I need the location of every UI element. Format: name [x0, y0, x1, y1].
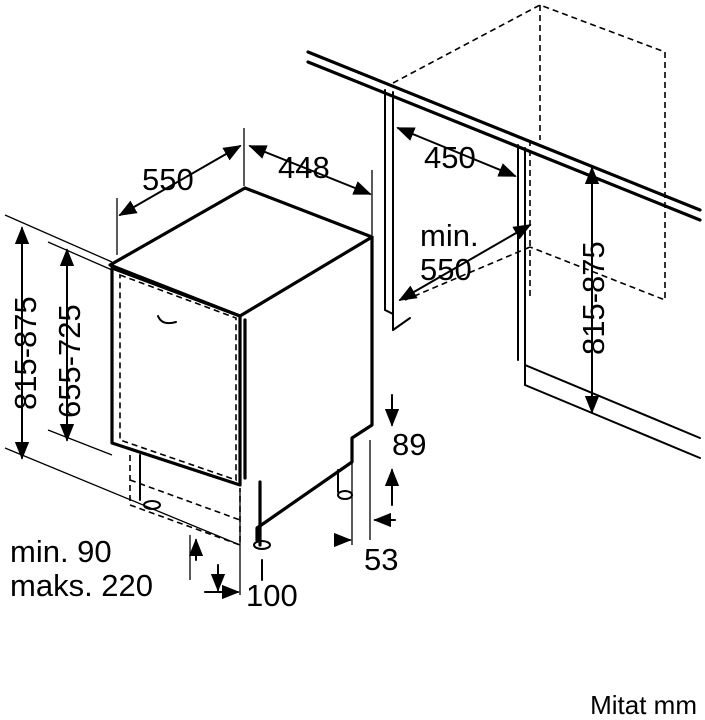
label-plinth-100: 100 — [246, 578, 298, 613]
units-note: Mitat mm — [590, 690, 697, 720]
dimension-labels: 550 448 450 min. 550 815-875 815-875 655… — [8, 140, 697, 720]
installation-niche — [306, 4, 702, 459]
label-niche-depth-450: 450 — [424, 140, 476, 175]
label-plinth-89: 89 — [392, 427, 426, 462]
dimension-lines — [4, 128, 400, 600]
label-niche-min: min. — [420, 218, 479, 253]
dishwasher-unit — [108, 186, 374, 550]
label-plinth-max: maks. 220 — [10, 568, 153, 603]
label-niche-min-width: 550 — [420, 252, 472, 287]
label-plinth-min: min. 90 — [10, 534, 112, 569]
label-width-550: 550 — [142, 162, 194, 197]
label-body-height: 655-725 — [52, 304, 87, 418]
label-total-height: 815-875 — [8, 296, 43, 410]
label-niche-height: 815-875 — [576, 241, 611, 355]
label-plinth-53: 53 — [364, 542, 398, 577]
label-depth-448: 448 — [278, 150, 330, 185]
